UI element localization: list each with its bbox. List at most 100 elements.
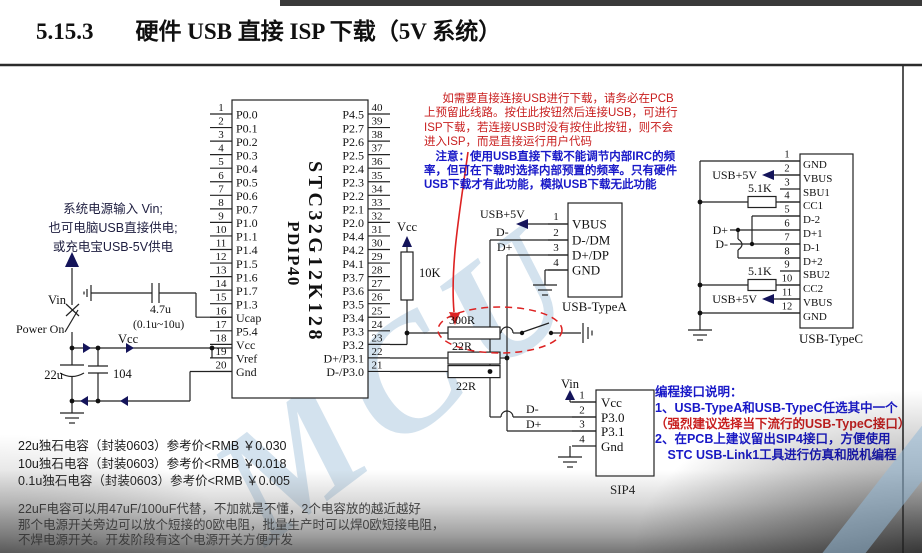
usbc-pin-name: D+2	[803, 256, 823, 268]
usb5v-label: USB+5V	[712, 292, 757, 306]
ic-pin-name: P1.7	[236, 284, 258, 298]
usba-pin-number: 3	[553, 242, 559, 254]
ic-pin-name: P3.5	[342, 297, 364, 311]
ic-pin-name: P1.1	[236, 230, 258, 244]
ic-pin-number: 11	[216, 238, 227, 250]
ic-pin-name: P2.1	[342, 203, 364, 217]
ic-pin-name: P0.6	[236, 189, 258, 203]
red-highlight	[437, 151, 563, 354]
usbc-pin-number: 2	[784, 164, 789, 175]
usbc-pin-number: 12	[782, 302, 793, 313]
ic-pin-name: P2.2	[342, 189, 364, 203]
ic-pin-name: P0.0	[236, 108, 258, 122]
usbc-pin-number: 3	[784, 178, 789, 189]
vcc-label: Vcc	[118, 332, 139, 346]
resistor-5k1-label: 5.1K	[748, 264, 772, 278]
cap-price-line: 0.1u独石电容（封装0603）参考价<RMB ￥0.005	[18, 474, 290, 488]
ic-pin-number: 2	[218, 116, 224, 128]
usb-typea-body	[567, 202, 623, 298]
ic-pin-name: P3.4	[342, 311, 364, 325]
usbc-pin-number: 4	[784, 191, 790, 202]
resistor-22r-label: 22R	[456, 379, 476, 393]
ic-pin-number: 32	[372, 210, 383, 222]
ic-pin-name: P4.1	[342, 257, 364, 271]
cap-4u7-label: 4.7u	[150, 302, 171, 316]
usbc-pin-number: 1	[784, 150, 789, 161]
usbc-pin-name: CC1	[803, 200, 823, 212]
ic-pin-number: 9	[218, 210, 224, 222]
dminus-label: D-	[526, 402, 539, 416]
ic-pin-number: 17	[216, 319, 228, 331]
ic-pin-number: 36	[372, 156, 384, 168]
programming-note-item: 2、在PCB上建议留出SIP4接口，方便使用	[655, 432, 891, 447]
ic-pin-name: P3.7	[342, 270, 364, 284]
usbc-pin-number: 10	[782, 274, 793, 285]
ic-pin-name: P1.6	[236, 270, 258, 284]
dplus-label: D+	[526, 417, 542, 431]
ic-pin-number: 40	[372, 102, 384, 114]
sip4-label: SIP4	[610, 482, 636, 497]
usb-note-blue: 注意：使用USB直接下载不能调节内部IRC的频率，但可在下载时选择内部预置的频率…	[424, 150, 677, 192]
programming-note-item: STC USB-Link1工具进行仿真和脱机编程	[667, 448, 897, 463]
usb5v-label: USB+5V	[480, 207, 525, 221]
red-pointer-arrow	[452, 151, 469, 313]
ic-pin-number: 28	[372, 265, 384, 277]
ic-pin-name: P0.4	[236, 162, 258, 176]
usbc-pin-name: D+1	[803, 228, 823, 240]
ic-pin-number: 29	[372, 251, 384, 263]
ic-pin-name: Vcc	[236, 338, 255, 352]
usb5v-left-arrow	[762, 294, 774, 304]
power-source-note: 系统电源输入 Vin;也可电脑USB直接供电;或充电宝USB-5V供电	[18, 200, 208, 257]
ic-pin-name: P2.4	[342, 162, 364, 176]
bottom-note-line: 不焊电源开关。开发阶段有这个电源开关方便开发	[18, 533, 294, 547]
usbc-pin-number: 8	[784, 247, 789, 258]
dplus-label: D+	[713, 223, 729, 237]
ic-pin-number: 18	[216, 332, 228, 344]
programming-note-title: 编程接口说明：	[655, 385, 743, 399]
usb-typec-label: USB-TypeC	[799, 331, 863, 346]
section-title: 硬件 USB 直接 ISP 下载（5V 系统）	[135, 19, 502, 44]
programming-note-item: （强烈建议选择当下流行的USB-TypeC接口）	[655, 416, 911, 431]
resistor-300r-label: 300R	[449, 313, 475, 327]
resistor-5k1-label: 5.1K	[748, 181, 772, 195]
ic-pin-name: P1.3	[236, 297, 258, 311]
resistor-300r-body	[447, 326, 501, 340]
ic-pin-name: P3.6	[342, 284, 364, 298]
power-on-label: Power On	[16, 322, 64, 336]
ic-pin-number: 34	[372, 183, 384, 195]
ic-part-number: STC32G12K128	[304, 161, 326, 343]
usbc-pin-number: 5	[784, 205, 789, 216]
usb5v-left-arrow	[762, 170, 774, 180]
ic-pin-number: 31	[372, 224, 383, 236]
usbc-pin-name: D-1	[803, 242, 820, 254]
section-number: 5.15.3	[36, 19, 94, 44]
ic-pin-name: Ucap	[236, 311, 261, 325]
vcc-up-arrow	[402, 236, 412, 247]
gnd-left-arrow	[80, 396, 88, 406]
cap-104-label: 104	[113, 367, 133, 381]
vcc-right-arrow	[126, 343, 134, 353]
resistor-10k-label: 10K	[419, 266, 441, 280]
cap-22u-label: 22u	[44, 368, 64, 382]
ic-pin-number: 30	[372, 238, 384, 250]
usba-pin-number: 1	[553, 211, 559, 223]
usba-pin-name: D+/DP	[572, 248, 609, 263]
ic-pin-number: 22	[372, 346, 383, 358]
vcc-label: Vcc	[397, 220, 418, 234]
ic-pin-number: 10	[216, 224, 228, 236]
usbc-pin-number: 11	[782, 288, 792, 299]
resistor-10k-body	[400, 251, 414, 301]
ic-pin-name: P0.7	[236, 203, 258, 217]
vin-label: Vin	[48, 293, 67, 307]
ic-pin-number: 25	[372, 305, 384, 317]
usbc-pin-number: 9	[784, 260, 789, 271]
ic-pin-name: P4.4	[342, 230, 364, 244]
ic-pin-name: P1.0	[236, 216, 258, 230]
ic-pin-name: P1.5	[236, 257, 258, 271]
usba-pin-number: 4	[553, 257, 559, 269]
ic-pin-number: 12	[216, 251, 227, 263]
usbc-pin-number: 7	[784, 233, 789, 244]
usbc-pin-name: GND	[803, 159, 827, 171]
ic-pin-name: P2.3	[342, 175, 364, 189]
